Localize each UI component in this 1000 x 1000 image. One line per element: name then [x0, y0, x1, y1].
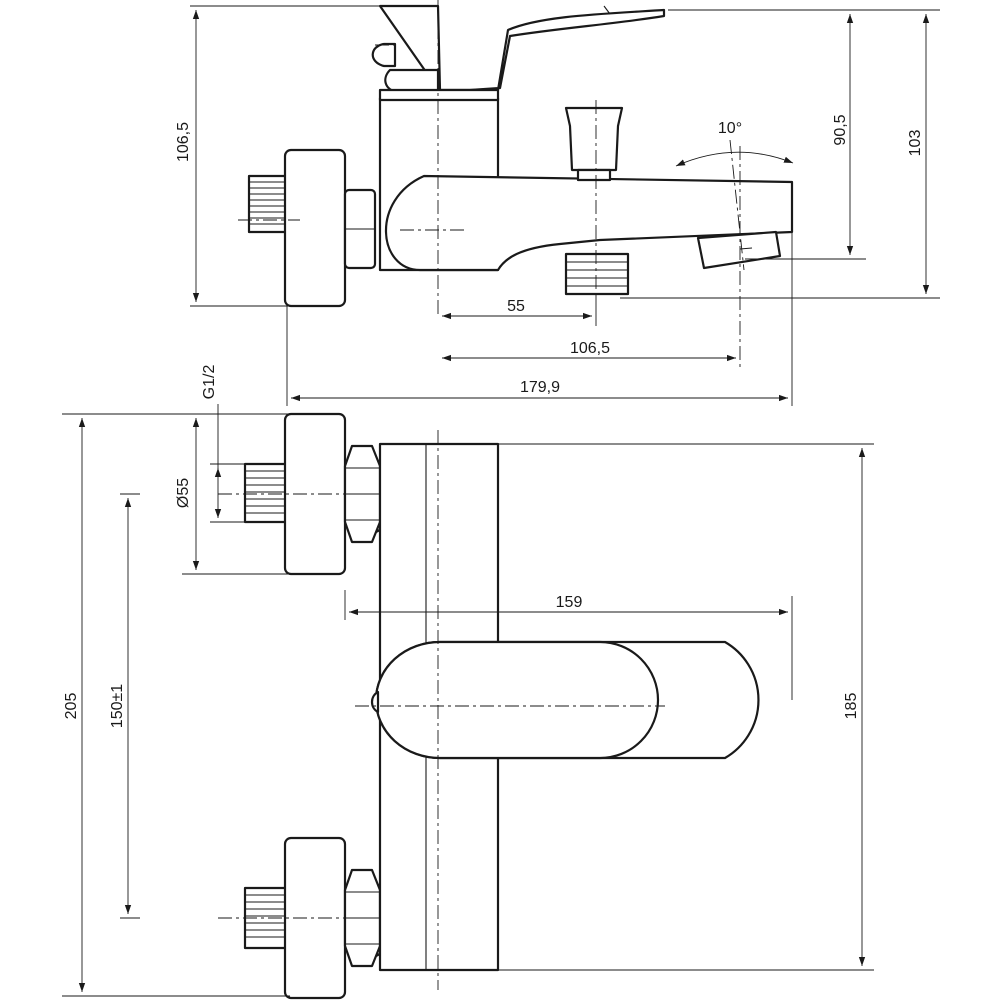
dim-outlet-offset: 55: [507, 298, 525, 315]
dim-spout-height: 90,5: [832, 114, 849, 145]
dim-angle: 10°: [718, 120, 742, 137]
side-aerator: [696, 230, 782, 270]
dim-front-height: 205: [63, 693, 80, 720]
dim-thread: G1/2: [201, 365, 218, 400]
side-diverter-knob: [564, 106, 624, 182]
front-top-thread: [243, 462, 289, 524]
dim-escutcheon-diameter: Ø55: [175, 478, 192, 508]
dim-handle-length: 159: [556, 594, 583, 611]
side-spout: [384, 174, 794, 272]
dim-body-height: 185: [843, 693, 860, 720]
dim-total-depth: 179,9: [520, 379, 560, 396]
front-handle-knob: [374, 640, 660, 760]
front-view: G1/2 Ø55 205 150±1 159 185: [62, 365, 874, 1000]
side-outlet-thread: [564, 252, 630, 296]
side-handle-lever: [378, 4, 666, 94]
side-hex-nut: [343, 188, 377, 270]
dim-inlet-spacing: 150±1: [109, 684, 126, 728]
dim-spout-reach: 106,5: [570, 340, 610, 357]
side-view: 106,5 90,5 103 55 106,5 179,9 10°: [175, 0, 940, 406]
side-handle-cap: [371, 42, 397, 68]
dim-total-height: 103: [907, 130, 924, 157]
side-escutcheon: [283, 148, 347, 308]
side-thread-connector: [247, 174, 289, 234]
dim-side-handle-height: 106,5: [175, 122, 192, 162]
